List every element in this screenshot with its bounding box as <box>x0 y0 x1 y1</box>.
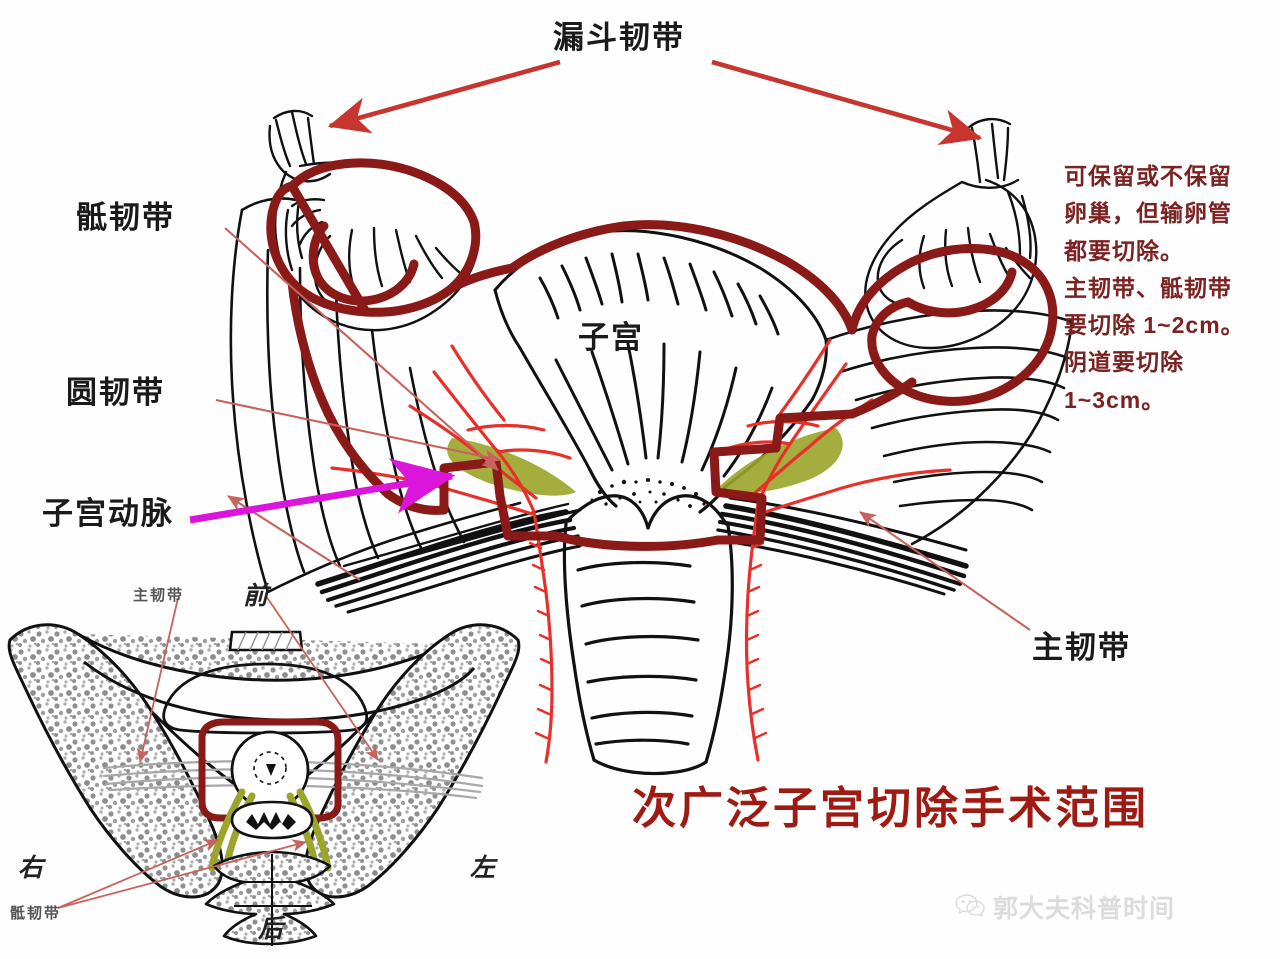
wechat-icon <box>955 893 985 924</box>
inset-label-right: 右 <box>18 853 44 882</box>
inset-label-left: 左 <box>470 853 496 882</box>
label-round-ligament: 圆韧带 <box>66 375 165 410</box>
label-cardinal-ligament: 主韧带 <box>1032 630 1131 665</box>
note-line-4: 主韧带、骶韧带 <box>1064 274 1232 301</box>
note-line-7: 1~3cm。 <box>1064 386 1166 413</box>
label-infundibulopelvic-ligament: 漏斗韧带 <box>553 20 685 55</box>
inset-label-cardinal-ligament: 主韧带 <box>133 587 185 604</box>
label-uterine-artery: 子宫动脉 <box>42 496 174 531</box>
note-line-1: 可保留或不保留 <box>1064 163 1232 189</box>
pelvis-inset-illustration <box>7 595 521 946</box>
note-line-3: 都要切除。 <box>1064 237 1184 264</box>
inset-label-uterosacral-ligament: 骶韧带 <box>10 905 62 922</box>
inset-annotation-lines <box>57 595 379 909</box>
uterine-artery-arrow <box>189 458 456 524</box>
resection-outline <box>266 158 1058 551</box>
cervix-stipple <box>590 478 706 508</box>
uterus-body-group <box>189 59 1074 776</box>
inset-label-anterior: 前 <box>243 581 269 610</box>
diagram-title: 次广泛子宫切除手术范围 <box>632 784 1149 833</box>
watermark-text: 郭大夫科普时间 <box>993 894 1176 923</box>
inset-resection-outline <box>198 718 342 822</box>
label-uterosacral-ligament: 骶韧带 <box>76 200 175 235</box>
inset-label-posterior: 后 <box>258 914 284 943</box>
watermark: 郭大夫科普时间 <box>955 893 1175 924</box>
surgery-note-block: 可保留或不保留 卵巢，但输卵管 都要切除。 主韧带、骶韧带 要切除 1~2cm。… <box>1064 158 1245 419</box>
note-line-6: 阴道要切除 <box>1064 349 1184 376</box>
note-line-2: 卵巢，但输卵管 <box>1064 200 1232 227</box>
label-uterus: 子宫 <box>578 320 644 355</box>
annotation-arrows <box>215 59 1031 631</box>
note-line-5: 要切除 1~2cm。 <box>1064 312 1245 338</box>
